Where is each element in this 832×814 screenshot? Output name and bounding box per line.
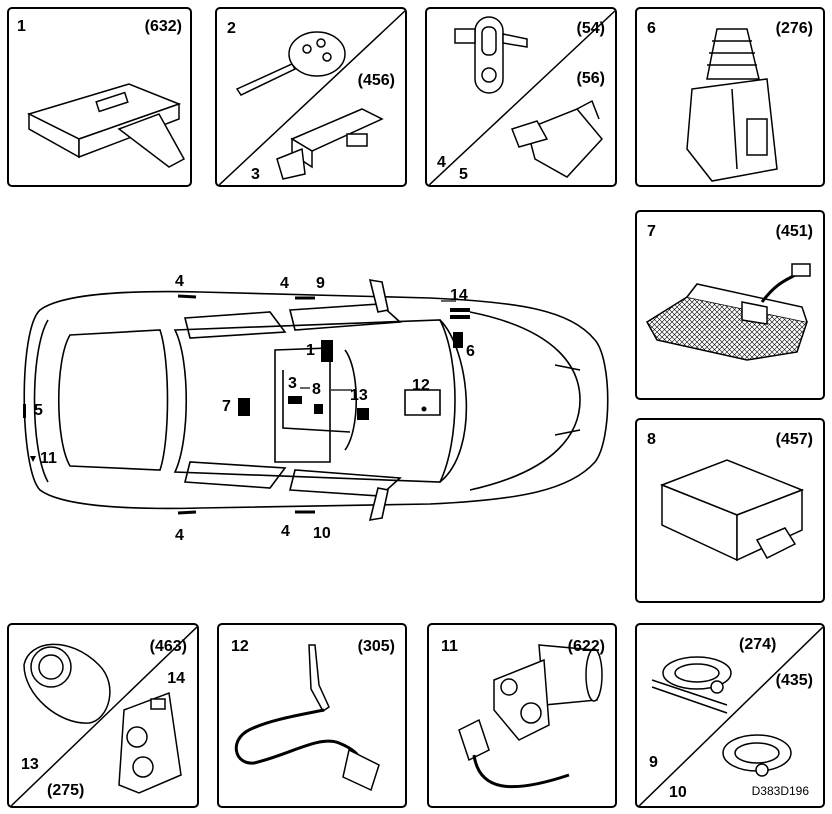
- code-632: (632): [144, 18, 182, 35]
- label-7: 7: [647, 223, 656, 240]
- label-9: 9: [649, 754, 658, 771]
- callout-13: 13: [350, 387, 368, 404]
- callout-5: 5: [34, 402, 43, 419]
- callout-4-rear-left: 4: [175, 273, 184, 290]
- panel-11: 11 (622): [427, 623, 617, 808]
- callout-14: 14: [450, 287, 468, 304]
- code-451: (451): [775, 223, 813, 240]
- code-275: (275): [47, 782, 85, 799]
- panel-8: 8 (457): [635, 418, 825, 603]
- label-5: 5: [459, 166, 468, 183]
- actuator-motor-illustration: [458, 644, 603, 789]
- callout-11: 11: [40, 450, 57, 467]
- label-2: 2: [227, 20, 236, 37]
- panel-9-10: (274) (435) 9 10 D383D196: [635, 623, 825, 808]
- callout-9: 9: [316, 275, 325, 292]
- label-14: 14: [167, 670, 185, 687]
- code-456: (456): [357, 72, 395, 89]
- label-1: 1: [17, 18, 26, 35]
- label-6: 6: [647, 20, 656, 37]
- code-305: (305): [357, 638, 395, 655]
- callout-4-front-left: 4: [280, 275, 289, 292]
- car-outline-illustration: [23, 279, 609, 521]
- callout-1: 1: [306, 342, 315, 359]
- callout-4-front-right: 4: [281, 523, 290, 540]
- label-3: 3: [251, 166, 260, 183]
- car-top-view: 4 4 9 14 1 6 3 8 13 12 7 5 11 4 4 10: [0, 200, 620, 570]
- callout-4-rear-right: 4: [175, 527, 184, 544]
- sensor-harness-illustration: [234, 644, 380, 792]
- label-12: 12: [231, 638, 249, 655]
- code-276: (276): [775, 20, 813, 37]
- gear-selector-illustration: [686, 28, 778, 182]
- callout-7: 7: [222, 398, 231, 415]
- switch-and-lock-illustration: [428, 9, 615, 185]
- control-box-illustration: [659, 459, 805, 562]
- label-11: 11: [441, 638, 458, 655]
- code-622: (622): [567, 638, 605, 655]
- panel-1: 1 (632): [7, 7, 192, 187]
- control-module-illustration: [26, 83, 186, 168]
- code-457: (457): [775, 431, 813, 448]
- panel-12: 12 (305): [217, 623, 407, 808]
- drawing-reference: D383D196: [751, 784, 809, 798]
- code-54: (54): [576, 20, 605, 37]
- label-10: 10: [669, 784, 687, 801]
- callout-6: 6: [466, 343, 475, 360]
- key-and-receiver-illustration: [218, 9, 405, 185]
- code-274: (274): [739, 636, 777, 653]
- panel-2-3: 2 (456) 3: [215, 7, 407, 187]
- panel-6: 6 (276): [635, 7, 825, 187]
- panel-13-14: (463) 14 13 (275): [7, 623, 199, 808]
- code-56: (56): [576, 70, 605, 87]
- panel-7: 7 (451): [635, 210, 825, 400]
- door-handle-switch-illustration: [637, 625, 823, 806]
- callout-3: 3: [288, 375, 297, 392]
- callout-12: 12: [412, 377, 430, 394]
- code-463: (463): [149, 638, 187, 655]
- label-13: 13: [21, 756, 39, 773]
- lock-cylinder-illustration: [9, 625, 197, 806]
- code-435: (435): [775, 672, 813, 689]
- interior-light-illustration: [645, 263, 811, 361]
- label-4: 4: [437, 154, 446, 171]
- label-8: 8: [647, 431, 656, 448]
- callout-8: 8: [312, 381, 321, 398]
- panel-4-5: 4 (54) 5 (56): [425, 7, 617, 187]
- callout-10: 10: [313, 525, 331, 542]
